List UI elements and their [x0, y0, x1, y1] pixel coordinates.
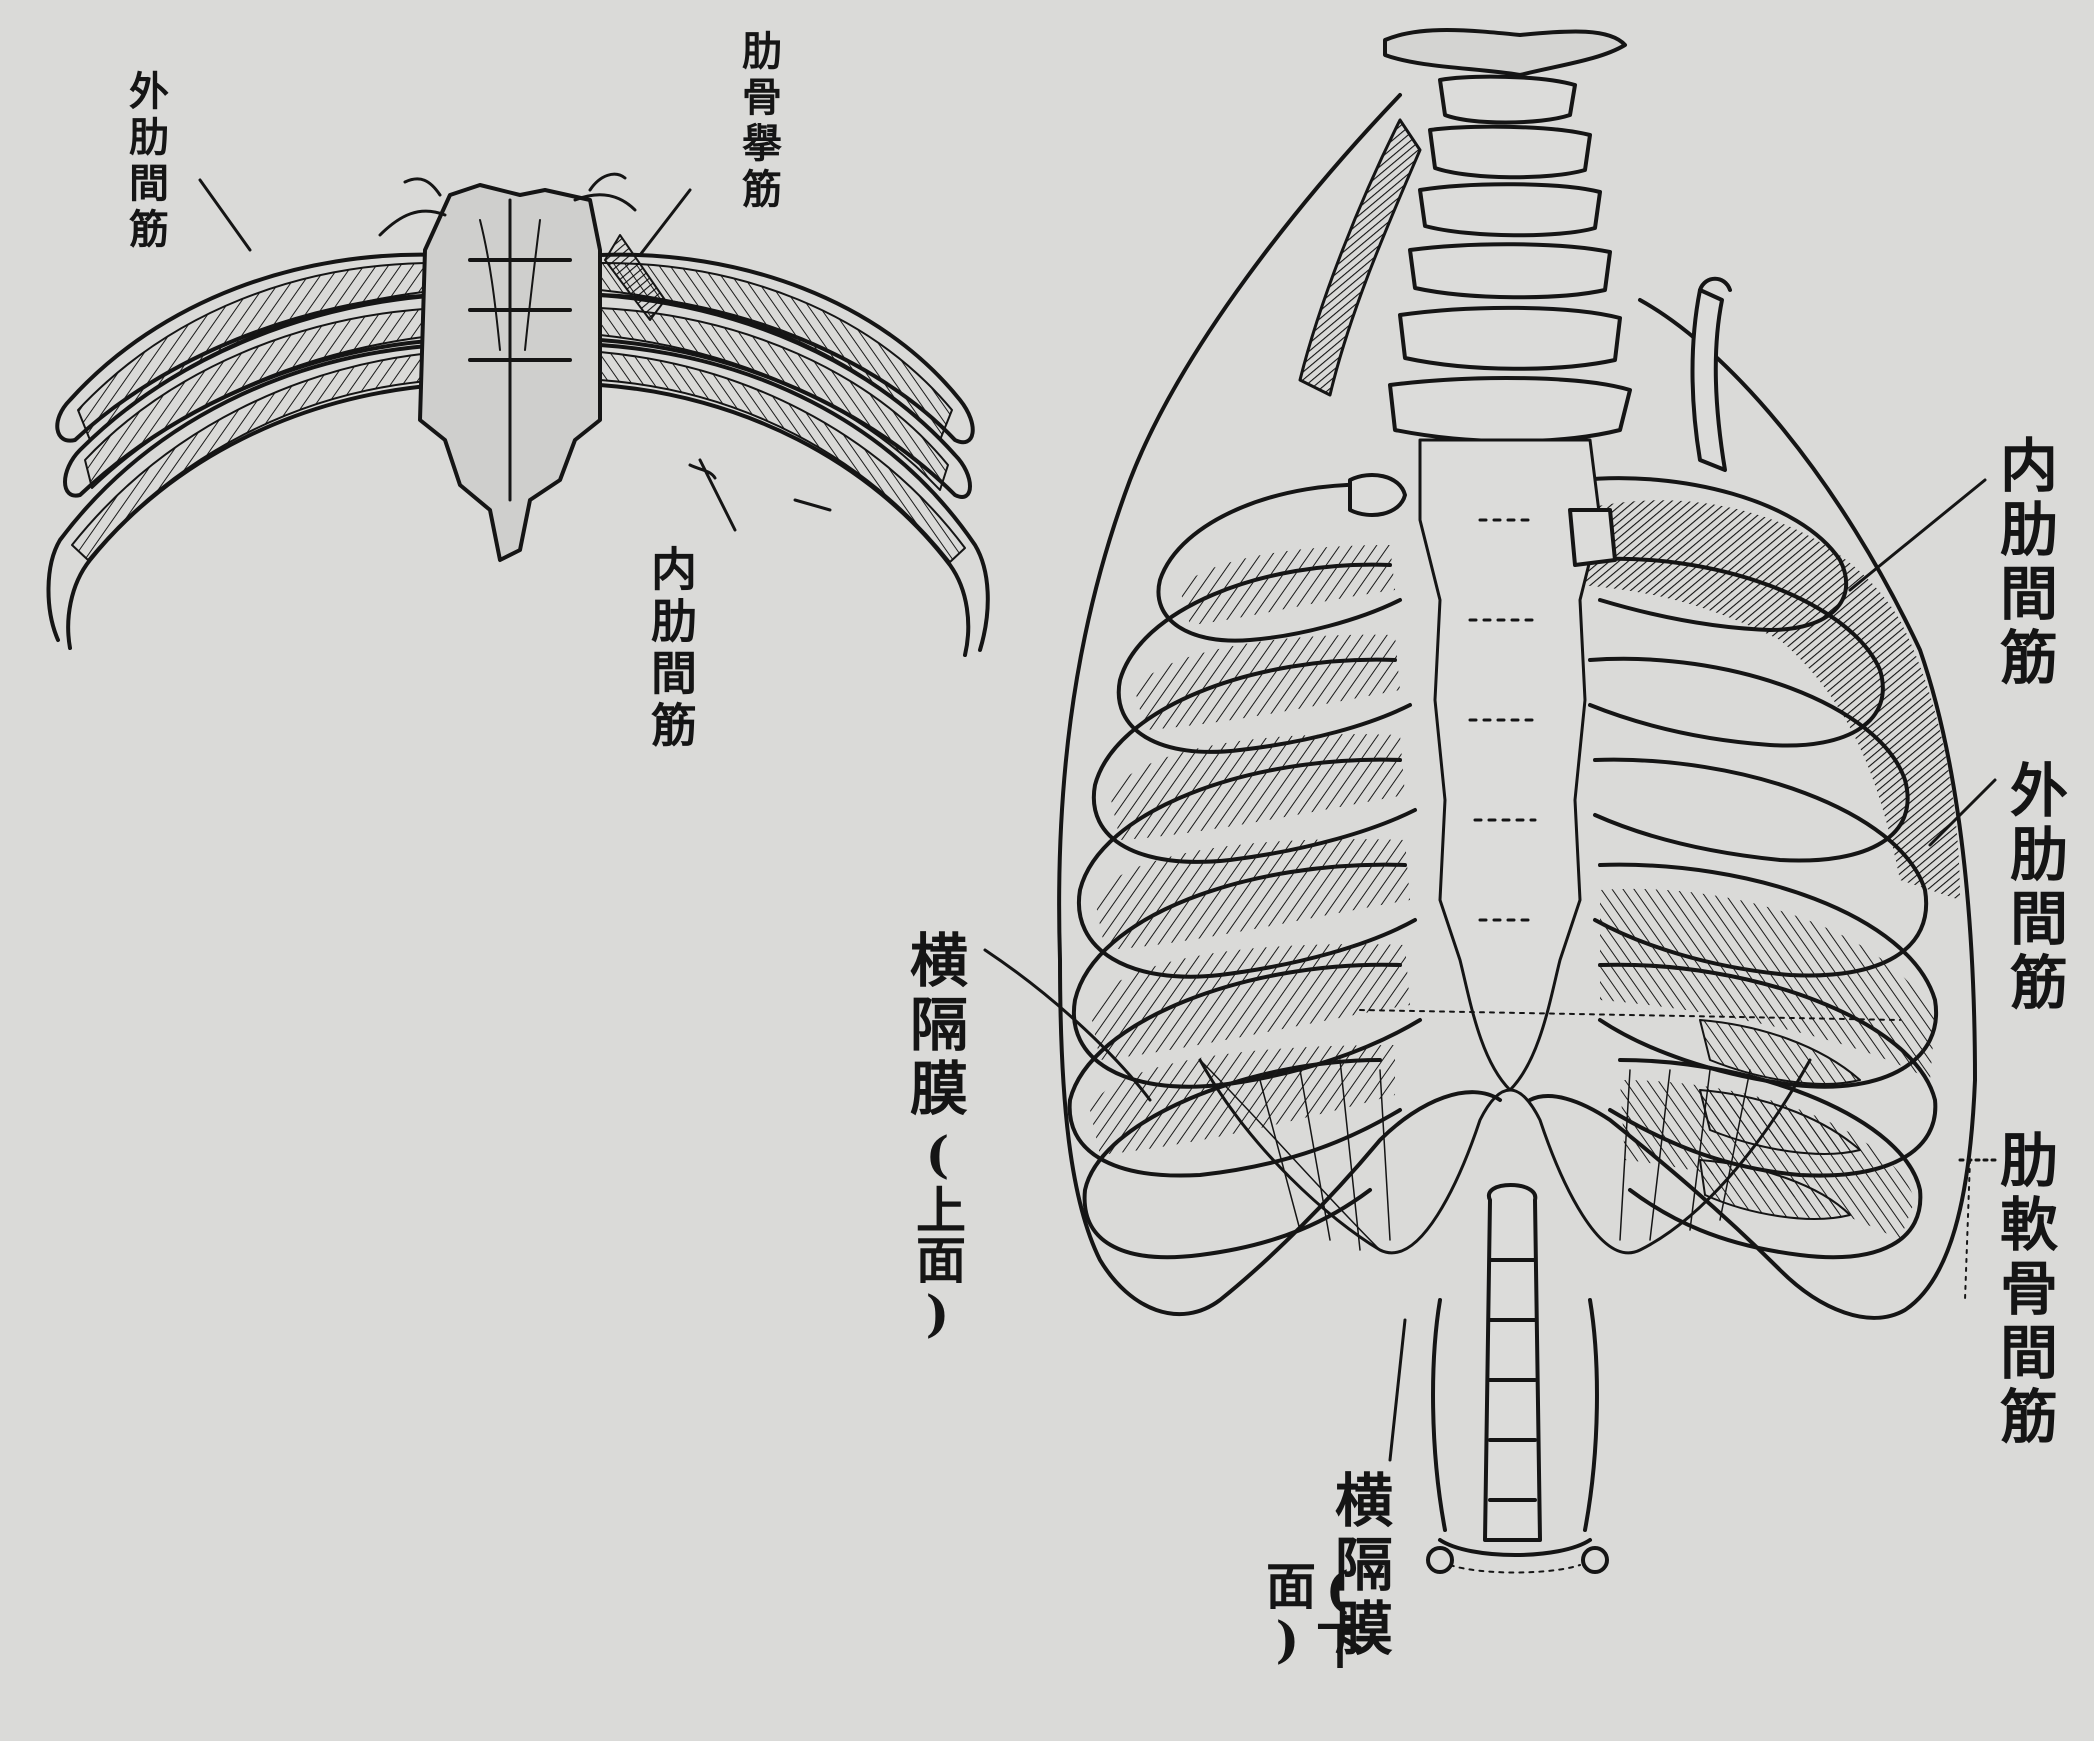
label-diaphragm-upper-note: (上面) — [912, 1125, 962, 1343]
label-internal-intercostal-right: 内肋間筋 — [1995, 435, 2053, 691]
label-diaphragm-lower-note: (下面) — [1262, 1560, 1362, 1741]
left-rib-figure — [48, 174, 987, 655]
right-thorax-figure — [985, 30, 2000, 1573]
label-diaphragm-upper: 横隔膜 — [905, 930, 963, 1122]
label-intercartilaginous: 肋軟骨間筋 — [1995, 1130, 2053, 1450]
label-internal-intercostal-left: 内肋間筋 — [648, 545, 694, 753]
label-external-intercostal-right: 外肋間筋 — [2005, 760, 2063, 1016]
label-external-intercostal-left: 外肋間筋 — [125, 70, 165, 254]
label-rib-levator: 肋骨擧筋 — [738, 30, 778, 214]
